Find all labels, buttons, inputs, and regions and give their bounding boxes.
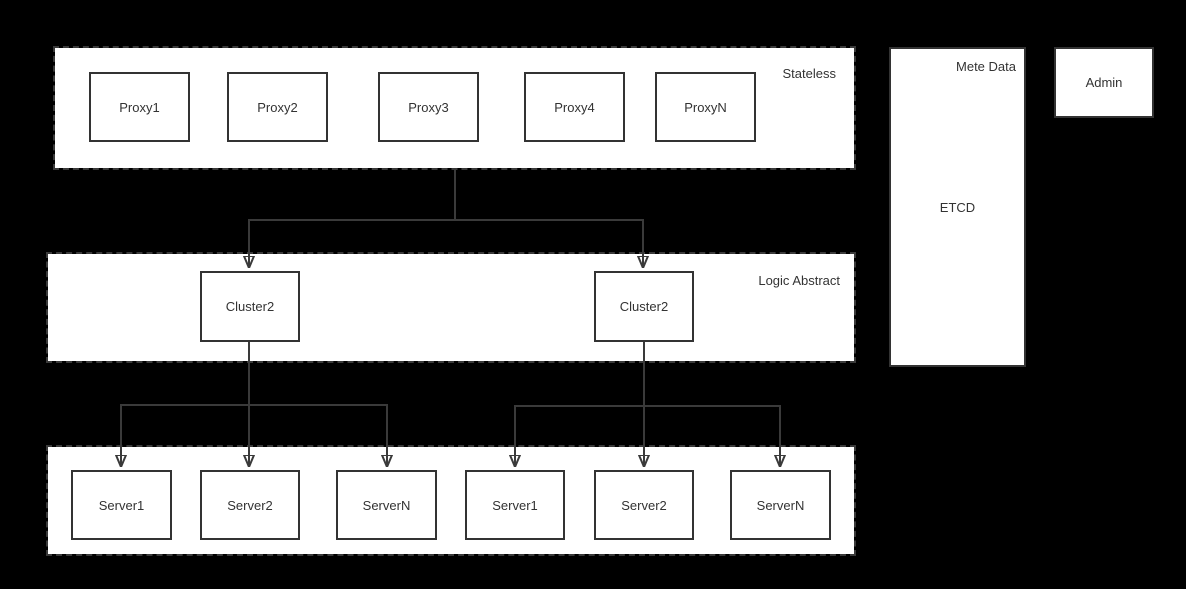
node-server1-group1: Server1 [71,470,172,540]
node-cluster-left: Cluster2 [200,271,300,342]
logic-abstract-container-label: Logic Abstract [758,273,840,288]
node-proxy3: Proxy3 [378,72,479,142]
node-servern-group1: ServerN [336,470,437,540]
logic-abstract-container: Logic Abstract [46,252,856,363]
node-proxy1: Proxy1 [89,72,190,142]
node-server2-group2: Server2 [594,470,694,540]
node-admin: Admin [1054,47,1154,118]
node-proxy4: Proxy4 [524,72,625,142]
node-cluster-right: Cluster2 [594,271,694,342]
mete-data-title: Mete Data [956,59,1016,74]
node-server1-group2: Server1 [465,470,565,540]
node-proxy2: Proxy2 [227,72,328,142]
stateless-container-label: Stateless [782,66,836,81]
etcd-label: ETCD [939,199,976,215]
mete-data-panel: Mete Data ETCD [889,47,1026,367]
node-server2-group1: Server2 [200,470,300,540]
node-proxyn: ProxyN [655,72,756,142]
node-servern-group2: ServerN [730,470,831,540]
